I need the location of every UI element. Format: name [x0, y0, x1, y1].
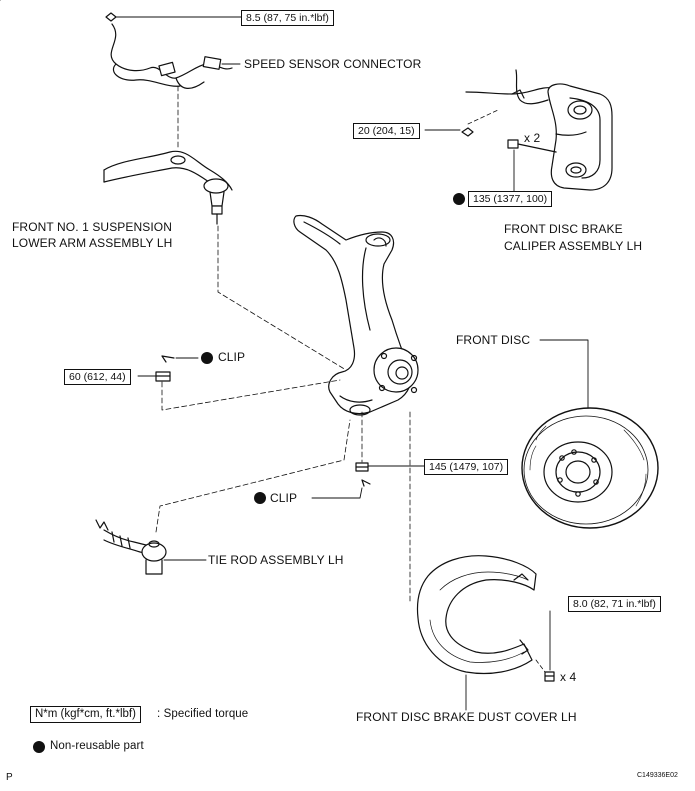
torque-dust-cover-bolt: 8.0 (82, 71 in.*lbf) — [568, 596, 661, 612]
torque-lower-arm-nut: 60 (612, 44) — [64, 369, 131, 385]
tie-rod-nut — [355, 462, 369, 472]
dust-cover-shape — [416, 555, 537, 675]
lower-arm-guide-line — [217, 225, 347, 371]
tie-rod-shape — [95, 519, 167, 575]
legend-torque-desc: : Specified torque — [157, 708, 249, 720]
non-reusable-mark-clip-lower — [254, 492, 266, 504]
label-speed-sensor-connector: SPEED SENSOR CONNECTOR — [244, 57, 422, 71]
sensor-bracket-wire — [465, 69, 553, 105]
footer-left-letter: P — [6, 772, 13, 783]
clip-lower-leader — [311, 487, 363, 499]
bracket-bolt — [461, 127, 474, 137]
non-reusable-mark-caliper — [453, 193, 465, 205]
label-lower-arm-line1: FRONT NO. 1 SUSPENSION — [12, 220, 173, 234]
torque-caliper-bolt: 135 (1377, 100) — [468, 191, 553, 207]
bracket-bolt-guide — [467, 109, 499, 125]
front-disc-leader — [539, 339, 589, 409]
torque-tie-rod-nut: 145 (1479, 107) — [424, 459, 509, 475]
lower-arm-shape — [103, 150, 233, 225]
lower-arm-nut — [155, 371, 171, 382]
caliper-body — [547, 83, 613, 191]
speed-sensor-wire — [110, 23, 241, 89]
label-lower-arm-line2: LOWER ARM ASSEMBLY LH — [12, 236, 173, 250]
label-front-disc: FRONT DISC — [456, 333, 531, 347]
label-clip-upper: CLIP — [218, 350, 246, 364]
qty-dust-cover-bolts: x 4 — [560, 670, 577, 684]
footer-figure-code: C149336E02 — [637, 772, 678, 779]
non-reusable-mark-clip-upper — [201, 352, 213, 364]
dust-cover-bolt — [544, 671, 555, 682]
legend-torque-box: N*m (kgf*cm, ft.*lbf) — [30, 706, 141, 723]
torque-sensor-bracket: 20 (204, 15) — [353, 123, 420, 139]
legend-non-reusable-text: Non-reusable part — [50, 740, 144, 752]
steering-knuckle — [293, 214, 419, 416]
tie-rod-guide-line — [155, 419, 351, 533]
speed-sensor-bolt-top — [105, 12, 242, 22]
front-disc — [521, 407, 659, 529]
label-caliper-line2: CALIPER ASSEMBLY LH — [504, 239, 643, 253]
nut-guide-line — [161, 379, 341, 411]
clip-lower-part — [361, 479, 371, 487]
torque-speed-sensor: 8.5 (87, 75 in.*lbf) — [241, 10, 334, 26]
label-tie-rod: TIE ROD ASSEMBLY LH — [208, 553, 344, 567]
qty-caliper-bolts: x 2 — [524, 131, 541, 145]
label-caliper-line1: FRONT DISC BRAKE — [504, 222, 623, 236]
clip-upper-part — [161, 355, 175, 363]
caliper-bolt — [507, 139, 557, 153]
label-clip-lower: CLIP — [270, 491, 298, 505]
label-dust-cover: FRONT DISC BRAKE DUST COVER LH — [356, 710, 577, 724]
legend-non-reusable-mark — [33, 741, 45, 753]
